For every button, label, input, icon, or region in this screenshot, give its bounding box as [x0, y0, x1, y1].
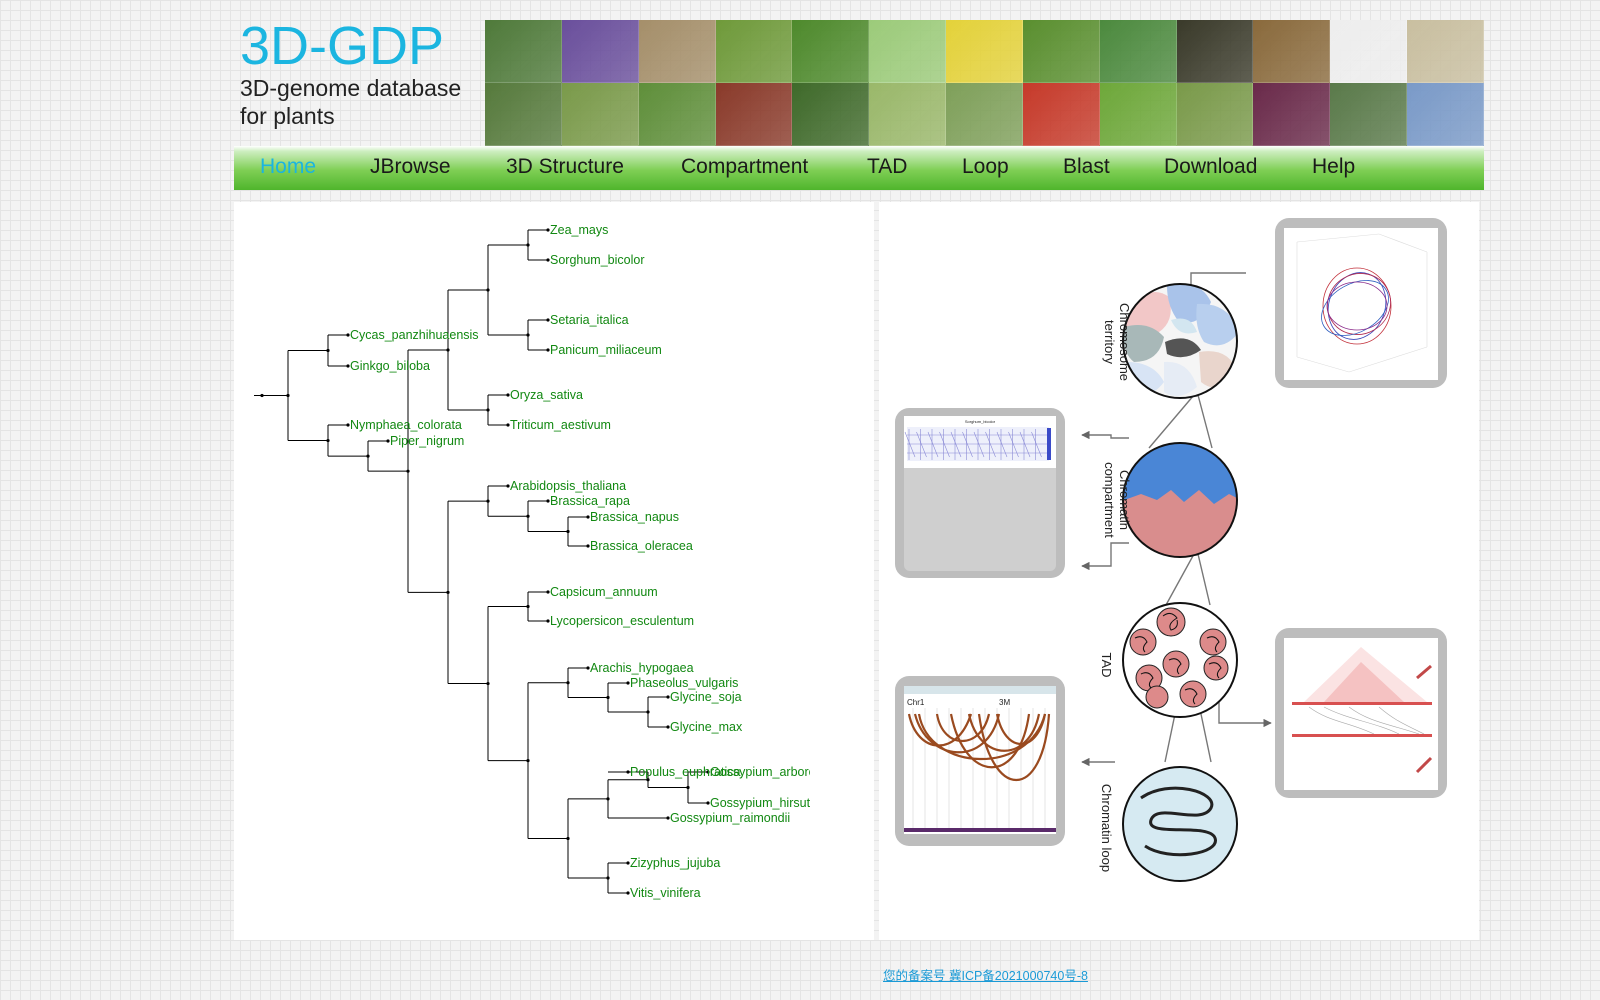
banner-photo-tile [869, 83, 947, 146]
level-label-tad: TAD [1099, 652, 1114, 677]
banner-photo-tile [869, 20, 947, 83]
level-label-chromatin-loop: Chromatin loop [1099, 784, 1114, 872]
species-label[interactable]: Panicum_miliaceum [550, 343, 662, 357]
species-label[interactable]: Zea_mays [550, 223, 608, 237]
banner-photo-tile [1330, 20, 1408, 83]
chromatin-hierarchy-panel: territoryChromosome compartmentChromatin… [879, 202, 1479, 940]
icp-record-link[interactable]: 您的备案号 冀ICP备2021000740号-8 [883, 969, 1088, 983]
species-label[interactable]: Brassica_napus [590, 510, 679, 524]
species-label[interactable]: Capsicum_annuum [550, 585, 658, 599]
species-label[interactable]: Piper_nigrum [390, 434, 464, 448]
banner-photo-tile [638, 83, 716, 146]
banner-photo-tile [1022, 83, 1100, 146]
main-navigation: Home JBrowse 3D Structure Compartment TAD Loo… [234, 146, 1484, 190]
species-label[interactable]: Populus_euphratica [630, 765, 741, 779]
loop-pos-label: 3M [999, 698, 1010, 707]
species-label[interactable]: Brassica_oleracea [590, 539, 693, 553]
compartment-heatmap-thumbnail[interactable]: Sorghum_bicolor [895, 408, 1065, 578]
species-label[interactable]: Gossypium_raimondii [670, 811, 790, 825]
banner-photo-tile [1022, 20, 1100, 83]
species-label[interactable]: Phaseolus_vulgaris [630, 676, 738, 690]
species-label[interactable]: Ginkgo_biloba [350, 359, 430, 373]
species-label[interactable]: Triticum_aestivum [510, 418, 611, 432]
species-label[interactable]: Zizyphus_jujuba [630, 856, 720, 870]
chromosome-territory-circle [1122, 283, 1238, 399]
banner-photo-tile [946, 83, 1023, 146]
species-label[interactable]: Glycine_max [670, 720, 743, 734]
structure-3d-thumbnail[interactable] [1275, 218, 1447, 388]
banner-photo-tile [792, 83, 870, 146]
site-title: 3D-GDP [240, 16, 445, 76]
nav-compartment[interactable]: Compartment [681, 155, 809, 178]
chromatin-loop-circle [1122, 766, 1238, 882]
tad-triangle-thumbnail[interactable] [1275, 628, 1447, 798]
species-label[interactable]: Arachis_hypogaea [590, 661, 694, 675]
banner-photo-tile [1176, 20, 1254, 83]
level-label-chromosome-territory: territoryChromosome [1102, 303, 1132, 381]
banner-photo-tile [1176, 83, 1254, 146]
phylogenetic-tree: Zea_maysSorghum_bicolorSetaria_italicaPa… [254, 223, 833, 900]
species-label[interactable]: Cycas_panzhihuaensis [350, 328, 479, 342]
nav-help[interactable]: Help [1312, 155, 1356, 178]
nav-blast[interactable]: Blast [1063, 155, 1110, 178]
species-label[interactable]: Gossypium_arboreum [710, 765, 833, 779]
banner-photo-tile [1253, 83, 1331, 146]
species-label[interactable]: Vitis_vinifera [630, 886, 701, 900]
banner-photo-tile [1253, 20, 1331, 83]
species-label[interactable]: Sorghum_bicolor [550, 253, 645, 267]
level-labels: territoryChromosome compartmentChromatin… [1099, 303, 1132, 872]
banner-photo-tile [715, 83, 793, 146]
species-label[interactable]: Lycopersicon_esculentum [550, 614, 694, 628]
species-label[interactable]: Arabidopsis_thaliana [510, 479, 626, 493]
banner-photo-tile [561, 20, 639, 83]
level-label-chromatin-compartment: compartmentChromatin [1102, 462, 1132, 538]
nav-loop[interactable]: Loop [962, 155, 1009, 178]
banner-photo-tile [1407, 20, 1484, 83]
banner-photo-tile [561, 83, 639, 146]
nav-3d-structure[interactable]: 3D Structure [506, 155, 624, 178]
banner-photo-tile [1330, 83, 1408, 146]
nav-jbrowse[interactable]: JBrowse [370, 155, 451, 178]
chromatin-hierarchy-diagram: territoryChromosome compartmentChromatin… [895, 218, 1447, 882]
tad-circle [1122, 602, 1238, 718]
species-label[interactable]: Nymphaea_colorata [350, 418, 462, 432]
species-label[interactable]: Brassica_rapa [550, 494, 630, 508]
loop-arcs-thumbnail[interactable]: Chr1 3M [895, 676, 1065, 846]
site-subtitle: 3D-genome database for plants [240, 75, 462, 129]
banner-photo-tile [485, 83, 562, 146]
nav-tad[interactable]: TAD [867, 155, 908, 178]
species-label[interactable]: Setaria_italica [550, 313, 629, 327]
chromatin-compartment-circle [1122, 442, 1238, 558]
species-label[interactable]: Oryza_sativa [510, 388, 583, 402]
nav-home[interactable]: Home [260, 155, 317, 178]
species-label[interactable]: Gossypium_hirsutum [710, 796, 827, 810]
banner-photo-tile [638, 20, 716, 83]
banner-photo-tile [1407, 83, 1484, 146]
nav-download[interactable]: Download [1164, 155, 1258, 178]
banner-photo-tile [1099, 20, 1177, 83]
page-container: 3D-GDP 3D-genome database for plants Hom… [234, 0, 1484, 1000]
banner-photo-tile [792, 20, 870, 83]
species-label[interactable]: Glycine_soja [670, 690, 742, 704]
loop-chr-label: Chr1 [907, 698, 925, 707]
banner-photo-tile [715, 20, 793, 83]
banner-photo-tile [1099, 83, 1177, 146]
banner-photo-tile [946, 20, 1023, 83]
banner-photo-tile [485, 20, 562, 83]
heatmap-title: Sorghum_bicolor [965, 419, 996, 424]
plant-photo-banner [485, 20, 1484, 146]
